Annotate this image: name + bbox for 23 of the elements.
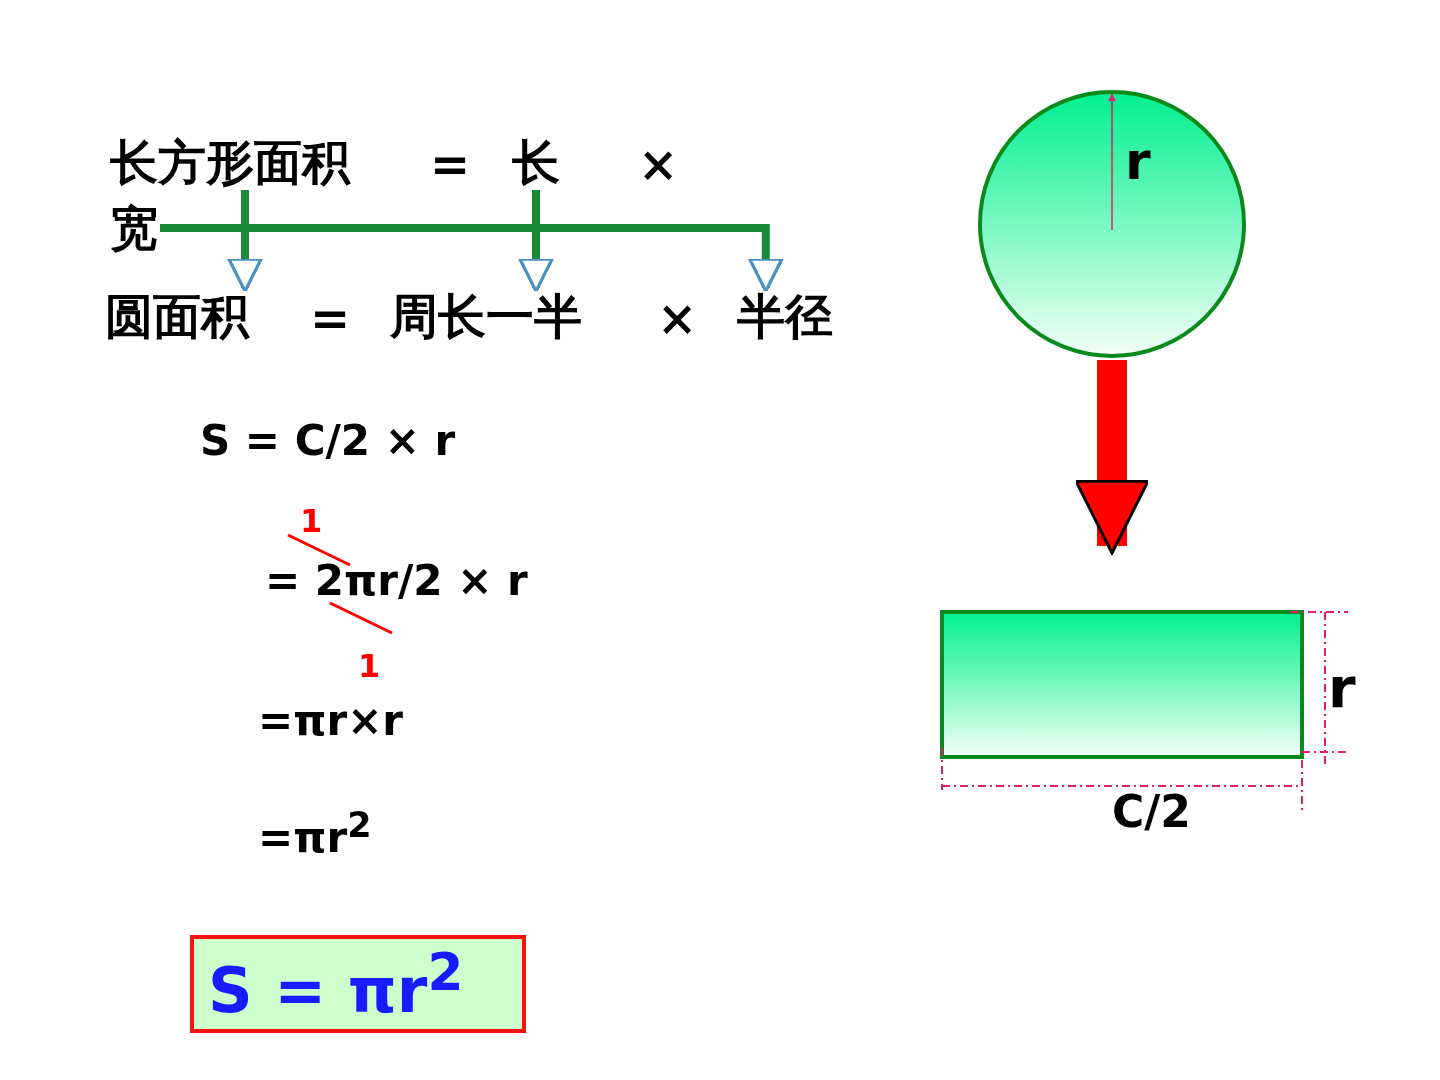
formula-line: = 2πr/2 × r xyxy=(265,560,528,602)
word-label: 宽 xyxy=(110,204,158,252)
cancel-mark: 1 xyxy=(300,505,323,537)
word-label: 圆面积 xyxy=(105,292,249,340)
result-box: S = πr$^{2}$ xyxy=(190,935,526,1033)
cancel-mark: 1 xyxy=(358,650,381,682)
times-sign: × xyxy=(638,140,679,188)
rectangle-shape xyxy=(940,610,1304,759)
dimension-label: C/2 xyxy=(1112,790,1191,834)
formula-line: =πr$^{2}$ xyxy=(258,808,372,859)
equals-sign: = xyxy=(310,294,351,342)
formula-line: =πr×r xyxy=(258,700,404,742)
radius-label: r xyxy=(1125,135,1151,187)
arrow xyxy=(1074,360,1150,555)
word-label: 长 xyxy=(512,138,560,186)
formula-line: S = C/2 × r xyxy=(200,420,456,462)
equals-sign: = xyxy=(430,140,471,188)
circle-shape xyxy=(978,90,1246,358)
times-sign: × xyxy=(657,294,698,342)
word-label: 半径 xyxy=(737,292,833,340)
word-label: 长方形面积 xyxy=(110,138,350,186)
dimension-label: r xyxy=(1328,660,1356,716)
word-label: 周长一半 xyxy=(390,292,582,340)
